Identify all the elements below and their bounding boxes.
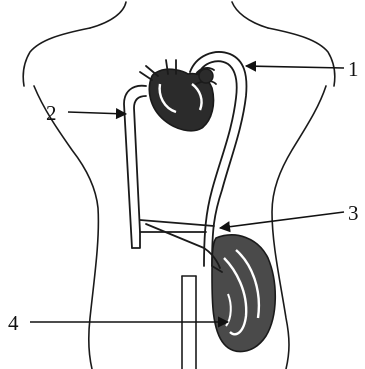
label-4: 4 bbox=[8, 311, 19, 335]
label-1: 1 bbox=[348, 57, 359, 81]
connector-lower bbox=[146, 224, 204, 248]
neck-right-outline bbox=[232, 2, 268, 28]
left-vessel-outer bbox=[124, 86, 146, 248]
heart bbox=[140, 60, 216, 131]
left-shoulder-torso-outline bbox=[23, 28, 98, 369]
organ bbox=[204, 235, 275, 352]
leader-2 bbox=[68, 112, 126, 114]
connector-upper bbox=[140, 220, 214, 226]
left-vessel-bottom bbox=[132, 232, 140, 248]
label-2: 2 bbox=[46, 101, 57, 125]
neck-left-outline bbox=[90, 2, 126, 28]
label-3: 3 bbox=[348, 201, 359, 225]
leader-3 bbox=[220, 212, 344, 228]
aorta-arch-blob bbox=[199, 69, 213, 83]
body-outline bbox=[23, 2, 335, 369]
leader-1 bbox=[246, 66, 344, 68]
right-shoulder-torso-outline bbox=[268, 28, 335, 369]
